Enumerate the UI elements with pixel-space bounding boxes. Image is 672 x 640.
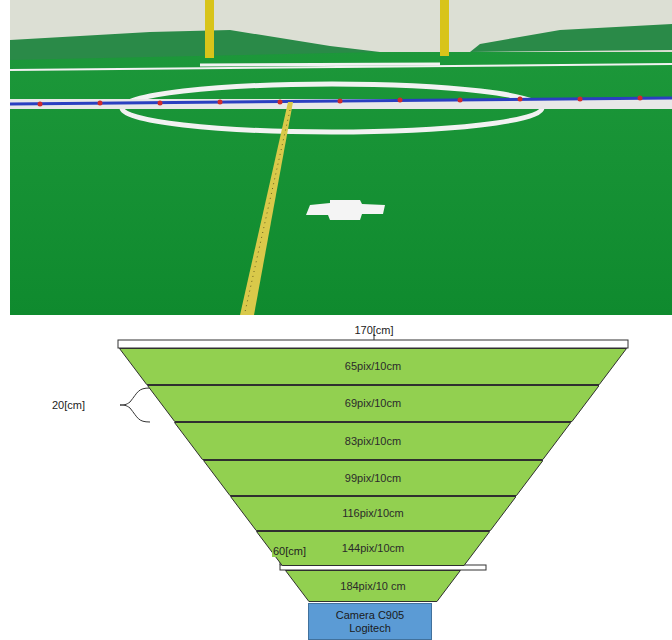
field-ground [10,0,672,315]
distance-band: 99pix/10cm [203,460,543,496]
rolled-carpet [10,30,380,60]
rolled-carpet [470,24,672,52]
band-polygon [203,461,542,496]
center-line [10,99,672,109]
band-polygon [286,571,461,602]
width-dimension: 60[cm] [272,545,307,557]
band-polygon [147,386,599,422]
distance-band: 184pix/10 cm [285,570,461,602]
field-line [200,64,440,65]
band-label: 184pix/10 cm [340,580,405,593]
band-label: 144pix/10cm [342,542,404,555]
camera-label: Camera C905 Logitech [330,609,410,634]
camera-box: Camera C905 Logitech [308,603,432,640]
width-dimension: 170[cm] [354,324,393,336]
detected-points [38,96,643,107]
top-bar [118,340,628,348]
distance-band: 69pix/10cm [147,385,600,422]
measuring-tape [240,102,293,315]
goal-post [440,0,449,56]
field-line [10,64,672,70]
tape-marks [245,110,290,312]
distance-band: 65pix/10cm [119,348,627,385]
white-marker [306,200,385,220]
band-polygon [175,423,571,460]
band-label: 65pix/10cm [345,360,401,373]
band-label: 99pix/10cm [345,472,401,485]
detected-line [10,98,672,104]
band-polygon [230,497,516,531]
bracket [120,388,150,422]
band-label: 116pix/10cm [342,507,404,520]
band-label: 69pix/10cm [345,397,401,410]
band-label: 83pix/10cm [345,435,401,448]
goal-post [205,0,214,58]
distance-band: 116pix/10cm [230,496,517,531]
distance-band: 83pix/10cm [174,422,571,460]
band-polygon [256,532,489,566]
height-dimension: 20[cm] [52,399,85,411]
band-polygon [120,349,627,385]
